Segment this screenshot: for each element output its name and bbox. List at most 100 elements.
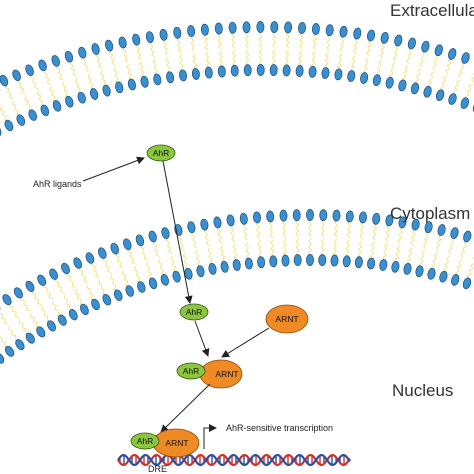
arnt-label: ARNT — [165, 438, 188, 448]
phospholipid-head — [460, 97, 470, 109]
lipid-tail — [207, 247, 214, 266]
lipid-tail — [242, 222, 248, 241]
lipid-tail — [40, 306, 51, 323]
phospholipid-head — [380, 32, 389, 44]
phospholipid-head — [132, 33, 141, 46]
ahr-label: AhR — [137, 436, 154, 446]
lipid-tail — [258, 49, 263, 67]
phospholipid-head — [153, 73, 162, 86]
lipid-tail — [17, 78, 26, 95]
lipid-tail — [98, 279, 107, 296]
lipid-tail — [285, 31, 290, 49]
phospholipid-head — [148, 277, 158, 290]
phospholipid-head — [423, 85, 432, 98]
phospholipid-head — [437, 224, 446, 236]
phospholipid-head — [12, 69, 21, 82]
lipid-tail — [455, 259, 463, 277]
lipid-tail — [18, 318, 30, 335]
lipid-tail — [443, 255, 451, 274]
ahr-to-complex-arrow — [194, 320, 210, 357]
lipid-tail — [87, 73, 95, 91]
ahr-label: AhR — [153, 148, 170, 158]
phospholipid-head — [403, 263, 412, 275]
ahr-node-nucleus: AhR — [179, 303, 209, 321]
lipid-tail — [52, 300, 62, 317]
lipid-tail — [445, 57, 453, 75]
lipid-tail — [465, 83, 473, 100]
lipid-tail — [78, 266, 88, 283]
phospholipid-head — [332, 209, 341, 222]
ahr-ligands-label: AhR ligands — [33, 179, 82, 189]
phospholipid-head — [311, 23, 320, 35]
phospholipid-head — [253, 211, 261, 224]
lipid-tail — [149, 40, 155, 58]
lipid-tail — [54, 277, 65, 294]
phospholipid-head — [173, 26, 182, 39]
phospholipid-head — [64, 50, 74, 63]
phospholipid-head — [220, 260, 229, 273]
lipid-tail — [402, 65, 409, 83]
phospholipid-head — [187, 221, 196, 234]
lipid-tail — [49, 86, 58, 103]
phospholipid-head — [347, 70, 356, 82]
phospholipid-head — [281, 254, 290, 267]
lipid-tail — [43, 282, 53, 300]
lipid-tail — [271, 49, 276, 67]
transcription-start-arrow — [203, 424, 217, 449]
phospholipid-head — [424, 221, 433, 234]
lipid-tail — [352, 37, 359, 55]
lipid-tail — [419, 250, 426, 268]
phospholipid-head — [269, 255, 278, 268]
phospholipid-head — [239, 212, 248, 225]
phospholipid-head — [461, 52, 470, 64]
phospholipid-head — [292, 209, 301, 222]
lipid-tail — [414, 68, 422, 86]
phospholipid-head — [0, 301, 1, 313]
lipid-tail — [133, 266, 142, 284]
phospholipid-head — [208, 263, 217, 275]
phospholipid-head — [25, 280, 35, 292]
lipid-tail — [339, 35, 345, 53]
phospholipid-head — [448, 48, 457, 60]
phospholipid-head — [244, 257, 253, 270]
lipid-tail — [410, 228, 417, 247]
region-label-nucleus: Nucleus — [392, 381, 453, 400]
lipid-tail — [467, 262, 474, 281]
lipid-tail — [86, 284, 96, 301]
lipid-tail — [448, 236, 456, 255]
lipid-tail — [255, 221, 261, 240]
dre-label: DRE — [148, 464, 167, 474]
lipid-tail — [194, 249, 202, 268]
lipid-tail — [165, 56, 172, 74]
arnt-label: ARNT — [275, 314, 298, 324]
lipid-tail — [74, 77, 82, 94]
phospholipid-head — [448, 93, 457, 105]
lipid-tail — [295, 218, 300, 237]
lipid-tail — [458, 61, 466, 79]
phospholipid-head — [179, 69, 187, 82]
phospholipid-head — [145, 31, 154, 44]
phospholipid-head — [187, 25, 196, 38]
lipid-tail — [320, 238, 325, 257]
phospholipid-head — [16, 114, 26, 126]
phospholipid-head — [266, 210, 275, 223]
translocation-arrow — [162, 160, 193, 304]
phospholipid-head — [68, 309, 78, 321]
lipid-tail — [229, 223, 236, 242]
lipid-tail — [230, 31, 236, 49]
dna-strand — [117, 454, 351, 466]
lipid-tail — [121, 270, 130, 288]
phospholipid-head — [372, 74, 381, 87]
phospholipid-head — [85, 252, 95, 264]
phospholipid-head — [359, 211, 367, 224]
lipid-tail — [389, 62, 396, 80]
phospholipid-head — [115, 81, 124, 94]
lipid-tail — [272, 30, 277, 48]
phospholipid-head — [214, 22, 223, 35]
lipid-tail — [95, 52, 103, 69]
phospholipid-head — [125, 285, 134, 297]
lipid-tail — [357, 240, 363, 259]
lipid-tail — [376, 59, 383, 77]
phospholipid-head — [450, 227, 459, 239]
phospholipid-head — [91, 298, 100, 311]
